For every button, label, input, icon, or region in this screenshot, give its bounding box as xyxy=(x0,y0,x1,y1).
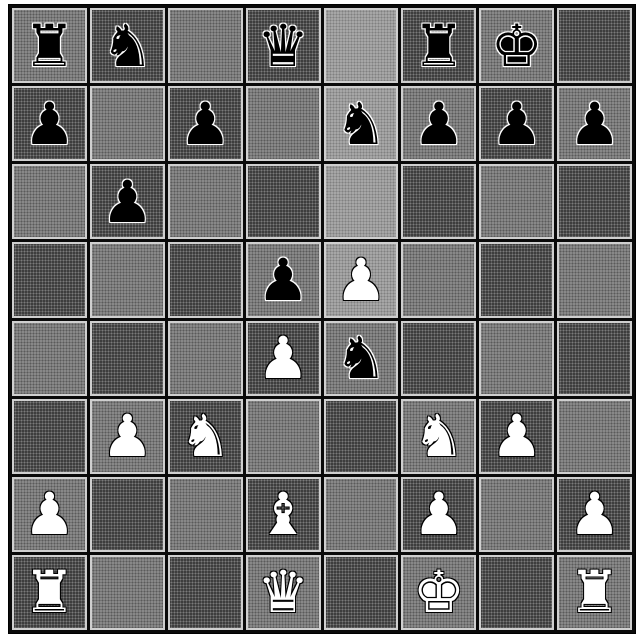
square-f1[interactable]: ♚ xyxy=(401,555,476,630)
square-d5[interactable]: ♟ xyxy=(246,242,321,317)
square-b7[interactable] xyxy=(90,86,165,161)
square-d6[interactable] xyxy=(246,164,321,239)
square-e1[interactable] xyxy=(324,555,399,630)
square-g2[interactable] xyxy=(479,477,554,552)
square-a2[interactable]: ♟ xyxy=(12,477,87,552)
square-b4[interactable] xyxy=(90,321,165,396)
black-pawn-piece[interactable]: ♟ xyxy=(179,95,231,153)
square-e7[interactable]: ♞ xyxy=(324,86,399,161)
square-h3[interactable] xyxy=(557,399,632,474)
square-a8[interactable]: ♜ xyxy=(12,8,87,83)
square-d1[interactable]: ♛ xyxy=(246,555,321,630)
square-g1[interactable] xyxy=(479,555,554,630)
black-pawn-piece[interactable]: ♟ xyxy=(23,95,75,153)
square-g6[interactable] xyxy=(479,164,554,239)
black-rook-piece[interactable]: ♜ xyxy=(23,17,75,75)
square-g5[interactable] xyxy=(479,242,554,317)
white-pawn-piece[interactable]: ♟ xyxy=(413,485,465,543)
square-f7[interactable]: ♟ xyxy=(401,86,476,161)
square-b6[interactable]: ♟ xyxy=(90,164,165,239)
black-knight-piece[interactable]: ♞ xyxy=(335,329,387,387)
square-b5[interactable] xyxy=(90,242,165,317)
square-c4[interactable] xyxy=(168,321,243,396)
square-h2[interactable]: ♟ xyxy=(557,477,632,552)
square-h1[interactable]: ♜ xyxy=(557,555,632,630)
white-bishop-piece[interactable]: ♝ xyxy=(257,485,309,543)
square-e4[interactable]: ♞ xyxy=(324,321,399,396)
white-pawn-piece[interactable]: ♟ xyxy=(335,251,387,309)
square-f8[interactable]: ♜ xyxy=(401,8,476,83)
square-e5[interactable]: ♟ xyxy=(324,242,399,317)
square-f2[interactable]: ♟ xyxy=(401,477,476,552)
square-c5[interactable] xyxy=(168,242,243,317)
white-knight-piece[interactable]: ♞ xyxy=(413,407,465,465)
square-c3[interactable]: ♞ xyxy=(168,399,243,474)
white-pawn-piece[interactable]: ♟ xyxy=(257,329,309,387)
square-d2[interactable]: ♝ xyxy=(246,477,321,552)
white-rook-piece[interactable]: ♜ xyxy=(569,563,621,621)
square-g8[interactable]: ♚ xyxy=(479,8,554,83)
white-king-piece[interactable]: ♚ xyxy=(413,563,465,621)
black-pawn-piece[interactable]: ♟ xyxy=(257,251,309,309)
square-a4[interactable] xyxy=(12,321,87,396)
square-d3[interactable] xyxy=(246,399,321,474)
black-king-piece[interactable]: ♚ xyxy=(491,17,543,75)
black-pawn-piece[interactable]: ♟ xyxy=(413,95,465,153)
square-d8[interactable]: ♛ xyxy=(246,8,321,83)
chess-board: ♜ ♞ ♛ ♜ ♚ ♟ ♟ ♞ ♟ ♟ ♟ ♟ ♟ ♟ ♟ ♞ ♟ ♞ ♞ ♟ ♟ ♝ ♟ ♟ ♜ ♛ ♚ ♜ xyxy=(8,4,636,634)
square-g4[interactable] xyxy=(479,321,554,396)
square-h5[interactable] xyxy=(557,242,632,317)
square-b2[interactable] xyxy=(90,477,165,552)
square-e6[interactable] xyxy=(324,164,399,239)
black-pawn-piece[interactable]: ♟ xyxy=(569,95,621,153)
black-knight-piece[interactable]: ♞ xyxy=(335,95,387,153)
square-h8[interactable] xyxy=(557,8,632,83)
square-f3[interactable]: ♞ xyxy=(401,399,476,474)
black-knight-piece[interactable]: ♞ xyxy=(101,17,153,75)
square-e2[interactable] xyxy=(324,477,399,552)
black-queen-piece[interactable]: ♛ xyxy=(257,17,309,75)
white-queen-piece[interactable]: ♛ xyxy=(257,563,309,621)
square-e3[interactable] xyxy=(324,399,399,474)
square-f4[interactable] xyxy=(401,321,476,396)
square-c1[interactable] xyxy=(168,555,243,630)
white-rook-piece[interactable]: ♜ xyxy=(23,563,75,621)
white-pawn-piece[interactable]: ♟ xyxy=(23,485,75,543)
square-f6[interactable] xyxy=(401,164,476,239)
square-d7[interactable] xyxy=(246,86,321,161)
square-a3[interactable] xyxy=(12,399,87,474)
square-a6[interactable] xyxy=(12,164,87,239)
black-rook-piece[interactable]: ♜ xyxy=(413,17,465,75)
white-knight-piece[interactable]: ♞ xyxy=(179,407,231,465)
white-pawn-piece[interactable]: ♟ xyxy=(491,407,543,465)
square-b8[interactable]: ♞ xyxy=(90,8,165,83)
square-h6[interactable] xyxy=(557,164,632,239)
square-a5[interactable] xyxy=(12,242,87,317)
square-f5[interactable] xyxy=(401,242,476,317)
square-h7[interactable]: ♟ xyxy=(557,86,632,161)
white-pawn-piece[interactable]: ♟ xyxy=(569,485,621,543)
square-d4[interactable]: ♟ xyxy=(246,321,321,396)
square-b1[interactable] xyxy=(90,555,165,630)
square-b3[interactable]: ♟ xyxy=(90,399,165,474)
square-c2[interactable] xyxy=(168,477,243,552)
square-e8[interactable] xyxy=(324,8,399,83)
black-pawn-piece[interactable]: ♟ xyxy=(101,173,153,231)
square-a1[interactable]: ♜ xyxy=(12,555,87,630)
square-g3[interactable]: ♟ xyxy=(479,399,554,474)
square-a7[interactable]: ♟ xyxy=(12,86,87,161)
square-c7[interactable]: ♟ xyxy=(168,86,243,161)
black-pawn-piece[interactable]: ♟ xyxy=(491,95,543,153)
white-pawn-piece[interactable]: ♟ xyxy=(101,407,153,465)
square-g7[interactable]: ♟ xyxy=(479,86,554,161)
square-c6[interactable] xyxy=(168,164,243,239)
square-h4[interactable] xyxy=(557,321,632,396)
square-c8[interactable] xyxy=(168,8,243,83)
